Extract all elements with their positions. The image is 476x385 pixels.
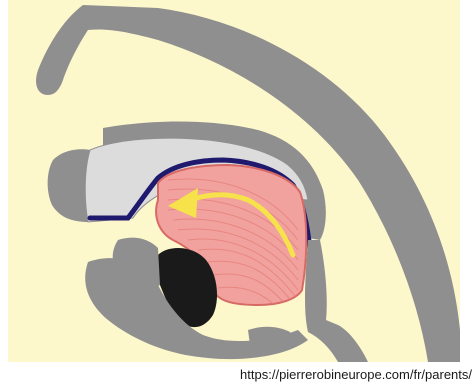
- source-caption: https://pierrerobineurope.com/fr/parents…: [208, 364, 472, 385]
- sagittal-diagram: [8, 0, 460, 362]
